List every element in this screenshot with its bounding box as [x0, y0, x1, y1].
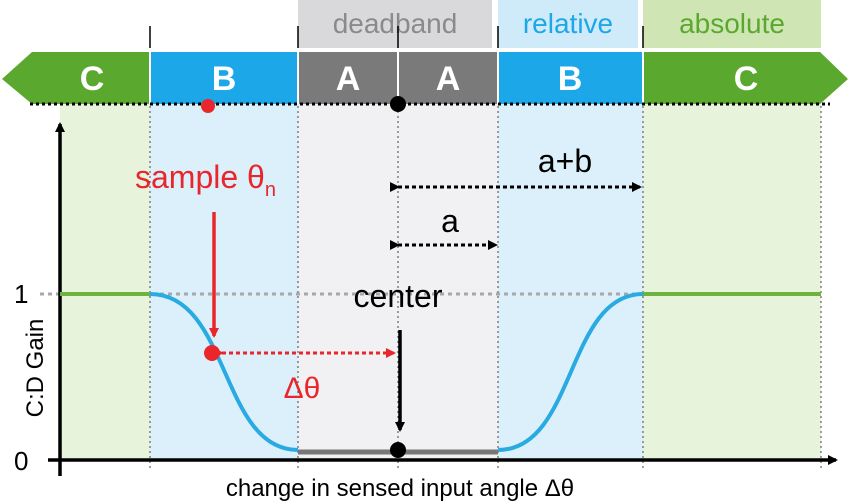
zone-c-left-label: C — [80, 60, 105, 98]
zone-a-right-label: A — [436, 60, 461, 98]
sample-label: sample θn — [135, 159, 276, 201]
zone-b-right-label: B — [558, 60, 583, 98]
relative-header: relative — [523, 8, 613, 39]
zone-a-right — [398, 52, 498, 104]
center-point — [390, 96, 406, 112]
deadband-header: deadband — [333, 8, 458, 39]
bg-zone-b-left — [150, 104, 298, 460]
y-tick-0: 0 — [14, 446, 28, 476]
sample-point-bar — [201, 99, 215, 113]
sample-point — [204, 345, 220, 361]
zone-dotted-verticals — [149, 106, 822, 470]
bg-zone-b-right — [498, 104, 643, 460]
zone-boundary-ticks — [149, 26, 644, 48]
bg-zone-c-left — [60, 104, 150, 460]
zone-c-left — [2, 52, 150, 104]
gain-curve-right-slope — [497, 292, 644, 452]
center-label: center — [354, 278, 443, 314]
zone-a-left — [298, 52, 398, 104]
zone-b-right — [498, 52, 643, 104]
relative-header-box — [498, 0, 638, 48]
a-label: a — [441, 203, 459, 239]
zone-a-left-label: A — [336, 60, 361, 98]
center-point-curve — [390, 442, 406, 458]
sample-subscript: n — [265, 179, 276, 201]
zone-c-right — [643, 52, 848, 104]
delta-theta-label: Δθ — [284, 372, 321, 405]
zone-b-left — [150, 52, 298, 104]
x-axis-label: change in sensed input angle Δθ — [226, 475, 574, 502]
deadband-header-box — [298, 0, 492, 48]
zone-b-left-label: B — [212, 60, 237, 98]
y-tick-1: 1 — [14, 279, 28, 309]
bg-zone-c-right — [643, 104, 821, 460]
gain-curve-left-slope — [149, 292, 299, 452]
zone-c-right-label: C — [734, 60, 759, 98]
absolute-header: absolute — [679, 8, 785, 39]
y-axis-label: C:D Gain — [22, 319, 49, 418]
absolute-header-box — [643, 0, 821, 48]
a-plus-b-label: a+b — [538, 143, 592, 179]
